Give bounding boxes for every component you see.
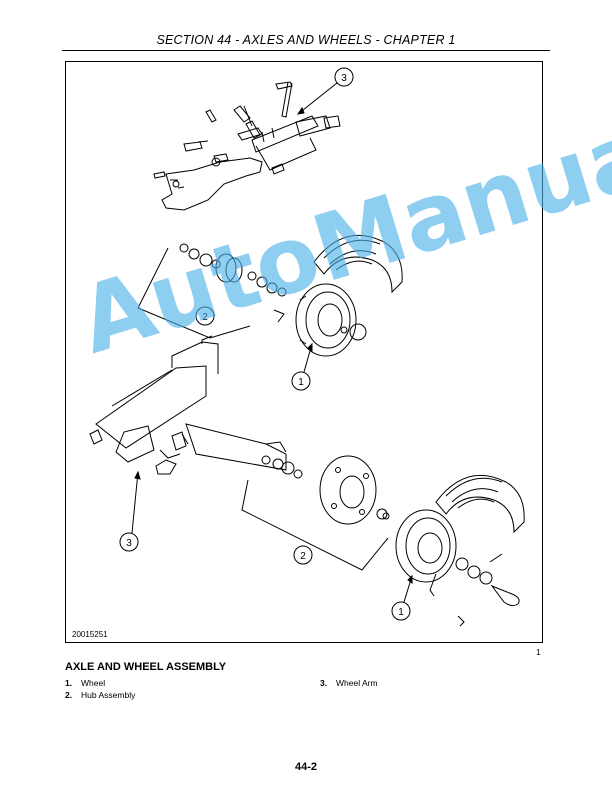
legend-number: 2.: [65, 690, 73, 700]
middle-hub-assembly: [137, 243, 287, 339]
figure-number: 1: [536, 647, 541, 657]
callout-2-middle-label: 2: [202, 312, 208, 323]
legend-item-wheel-arm: 3. Wheel Arm: [320, 678, 378, 688]
figure-id: 20015251: [72, 630, 108, 639]
top-wheel-arm-parts: [153, 81, 341, 211]
legend-number: 3.: [320, 678, 328, 688]
callout-1-middle: 1: [291, 342, 313, 391]
page-number: 44-2: [294, 761, 318, 773]
callout-3-top: 3: [296, 67, 354, 115]
lower-wheel: [395, 509, 520, 627]
callout-1-lower-label: 1: [398, 607, 404, 618]
lower-axle-frame: [89, 335, 287, 475]
exploded-assembly-drawing: 3 2 1 3 2 1: [89, 67, 525, 627]
callout-3-lower: 3: [119, 470, 141, 552]
callout-1-lower: 1: [391, 574, 413, 621]
legend-item-wheel: 1. Wheel: [65, 678, 105, 688]
legend-label: Wheel Arm: [336, 678, 378, 688]
callout-1-middle-label: 1: [298, 377, 304, 388]
header-divider: [62, 50, 550, 51]
callout-2-lower: 2: [293, 545, 313, 565]
caption-title: AXLE AND WHEEL ASSEMBLY: [65, 661, 227, 673]
callout-2-lower-label: 2: [300, 551, 306, 562]
section-header: SECTION 44 - AXLES AND WHEELS - CHAPTER …: [156, 33, 456, 47]
legend-item-hub-assembly: 2. Hub Assembly: [65, 690, 135, 700]
middle-wheel: [295, 283, 367, 357]
legend-label: Wheel: [81, 678, 106, 688]
callout-3-top-label: 3: [341, 73, 347, 84]
lower-tire-fender: [435, 474, 525, 534]
callout-3-lower-label: 3: [126, 538, 132, 549]
lower-hub-assembly: [241, 455, 390, 571]
legend-label: Hub Assembly: [81, 690, 136, 700]
middle-tire-fender: [313, 234, 403, 294]
figure-frame: 3 2 1 3 2 1 20015251: [65, 61, 543, 643]
legend-number: 1.: [65, 678, 73, 688]
callout-2-middle: 2: [195, 306, 215, 326]
